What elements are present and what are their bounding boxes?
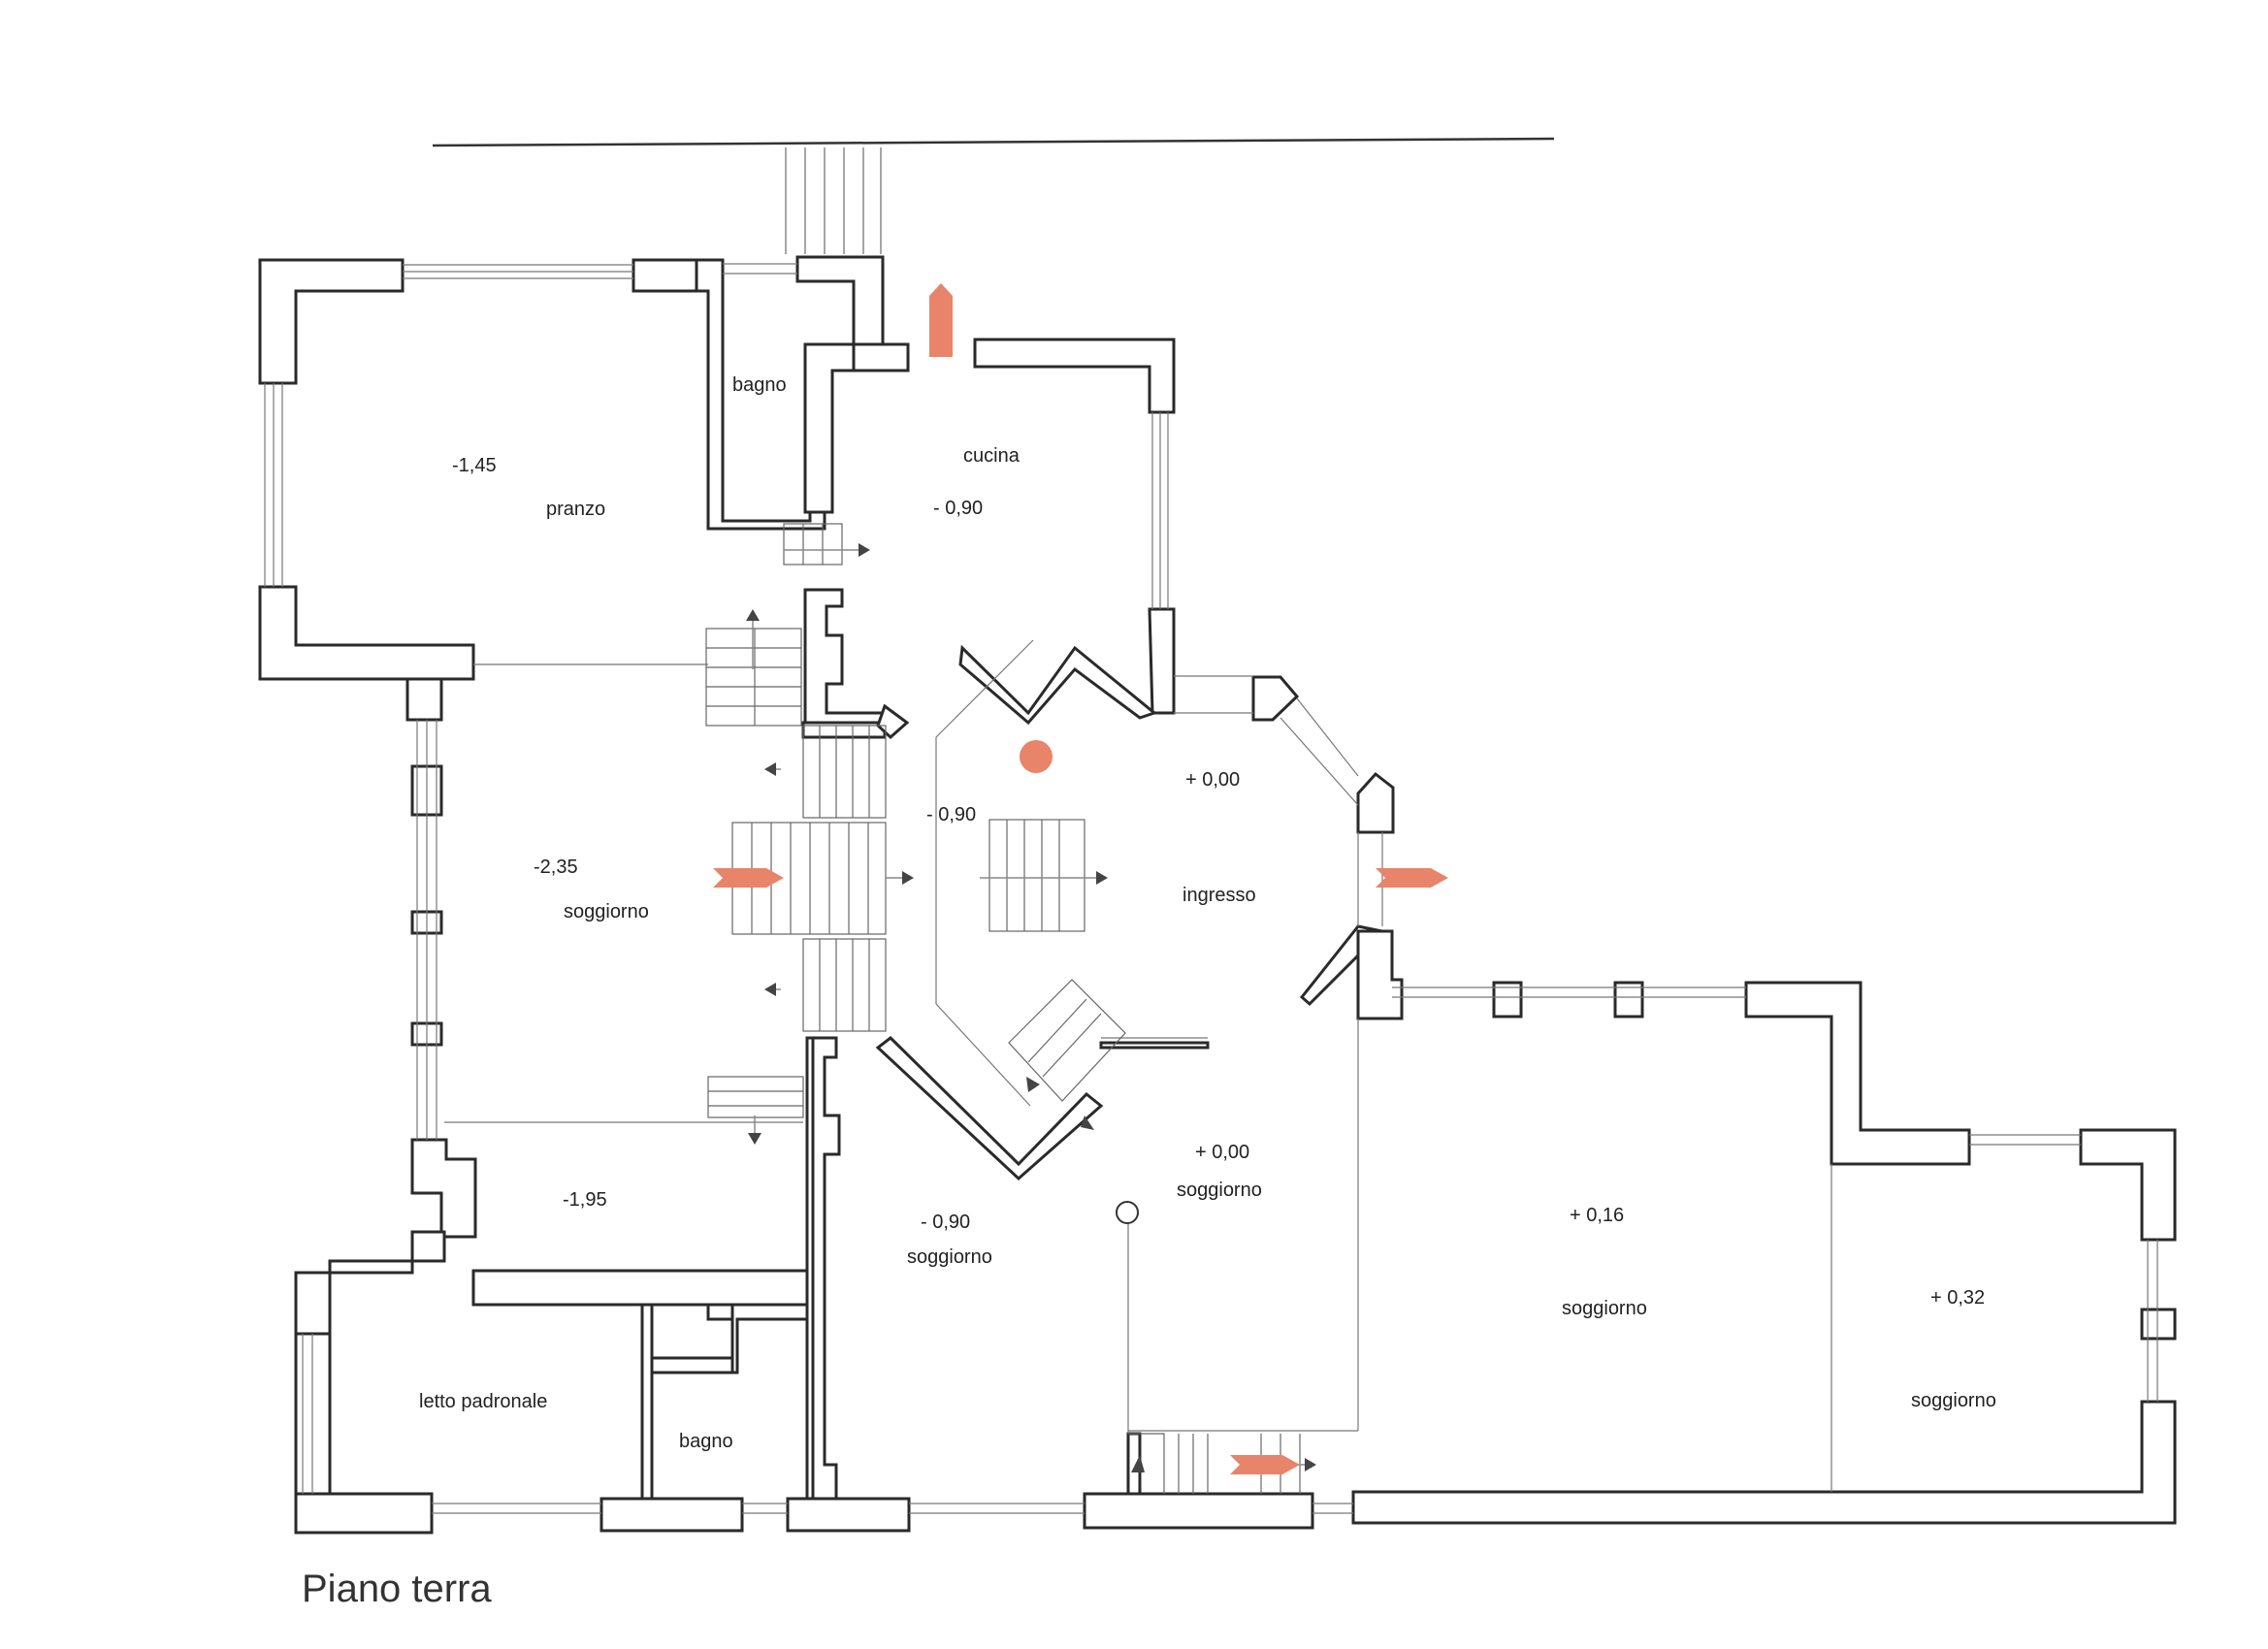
level-ingresso: + 0,00	[1185, 769, 1240, 791]
plan-title: Piano terra	[302, 1568, 492, 1610]
room-labels: -1,45 pranzo bagno cucina - 0,90 -2,35 s…	[419, 374, 1996, 1452]
entry-walkway	[785, 147, 882, 254]
entry-arrow-top-icon	[929, 283, 953, 357]
windows	[264, 263, 2158, 1514]
level-soggiorno-right: + 0,16	[1570, 1205, 1624, 1226]
walls	[258, 255, 2177, 1535]
marker-dot-icon	[1020, 740, 1053, 773]
level-soggiorno-mid: + 0,00	[1195, 1142, 1249, 1163]
level-landing: - 0,90	[926, 804, 976, 825]
direction-arrows	[746, 543, 1316, 1472]
boundary-line	[432, 137, 1555, 147]
label-soggiorno-left: soggiorno	[564, 901, 649, 922]
level-soggiorno-far-right: + 0,32	[1930, 1287, 1985, 1309]
label-cucina: cucina	[963, 445, 1021, 467]
level-soggiorno-left: -2,35	[534, 857, 578, 878]
level-cucina: - 0,90	[933, 498, 983, 519]
level-soggiorno-mid-left: - 0,90	[921, 1212, 970, 1233]
stairs	[705, 523, 1301, 1494]
label-bagno-bottom: bagno	[679, 1431, 733, 1452]
label-soggiorno-mid: soggiorno	[1177, 1180, 1262, 1201]
label-soggiorno-right: soggiorno	[1562, 1298, 1647, 1319]
level-lower-left: -1,95	[563, 1189, 607, 1211]
label-bagno-top: bagno	[732, 374, 787, 396]
level-pranzo: -1,45	[452, 455, 497, 476]
label-soggiorno-far-right: soggiorno	[1911, 1390, 1996, 1411]
entry-arrow-bottom-icon	[1230, 1455, 1300, 1474]
label-letto-padronale: letto padronale	[419, 1391, 547, 1412]
label-soggiorno-mid-left: soggiorno	[907, 1246, 992, 1268]
entry-markers	[713, 283, 1448, 1474]
entry-arrow-right-icon	[1376, 868, 1448, 888]
label-pranzo: pranzo	[546, 499, 605, 520]
label-ingresso: ingresso	[1183, 885, 1256, 906]
entry-arrow-left-icon	[713, 868, 784, 888]
column-circle-icon	[1116, 1201, 1139, 1224]
